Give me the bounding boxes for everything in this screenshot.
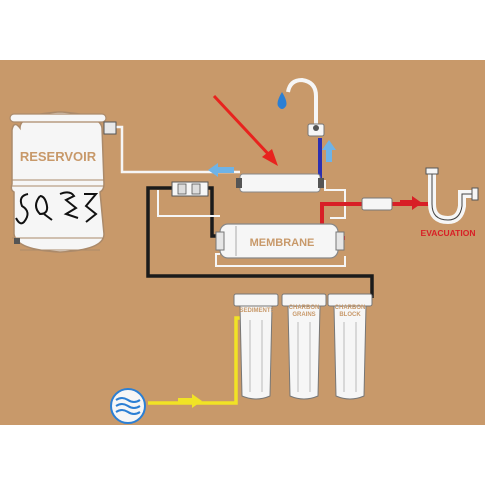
charbon-grains-label-1: CHARBON [289, 305, 320, 311]
reservoir-label: RESERVOIR [20, 149, 97, 164]
charbon-block-label-2: BLOCK [339, 312, 361, 318]
water-source-icon [110, 388, 146, 424]
membrane-label: MEMBRANE [250, 237, 315, 249]
white-filter-link-tube [215, 253, 346, 267]
white-membrane-output-tube [157, 190, 220, 217]
evacuation-label: EVACUATION [421, 228, 476, 238]
sediments-label: SEDIMENTS [239, 308, 274, 314]
valve-block [171, 181, 209, 197]
faucet-icon [286, 77, 325, 137]
flow-arrow-icon [208, 163, 234, 177]
red-pointer-arrow-icon [212, 94, 278, 166]
drain-fitting [361, 197, 393, 211]
white-permeate-tube [324, 180, 346, 219]
black-inlet-tube [146, 186, 374, 298]
reservoir-tank [9, 111, 117, 253]
flow-arrow-up-icon [322, 140, 336, 162]
charbon-grains-label-2: GRAINS [292, 312, 315, 318]
filter-charbon-grains [281, 293, 327, 400]
flow-arrow-right-icon [400, 196, 422, 210]
white-reservoir-tube [112, 125, 240, 174]
filter-sediments [233, 293, 279, 400]
post-filter [236, 173, 324, 193]
charbon-block-label-1: CHARBON [335, 305, 366, 311]
water-drop-icon [277, 92, 287, 109]
drain-trap-icon [425, 167, 479, 225]
flow-arrow-yellow-icon [178, 394, 202, 408]
membrane-housing [215, 223, 345, 259]
handwritten-scribble [15, 191, 99, 225]
filter-charbon-block [327, 293, 373, 400]
